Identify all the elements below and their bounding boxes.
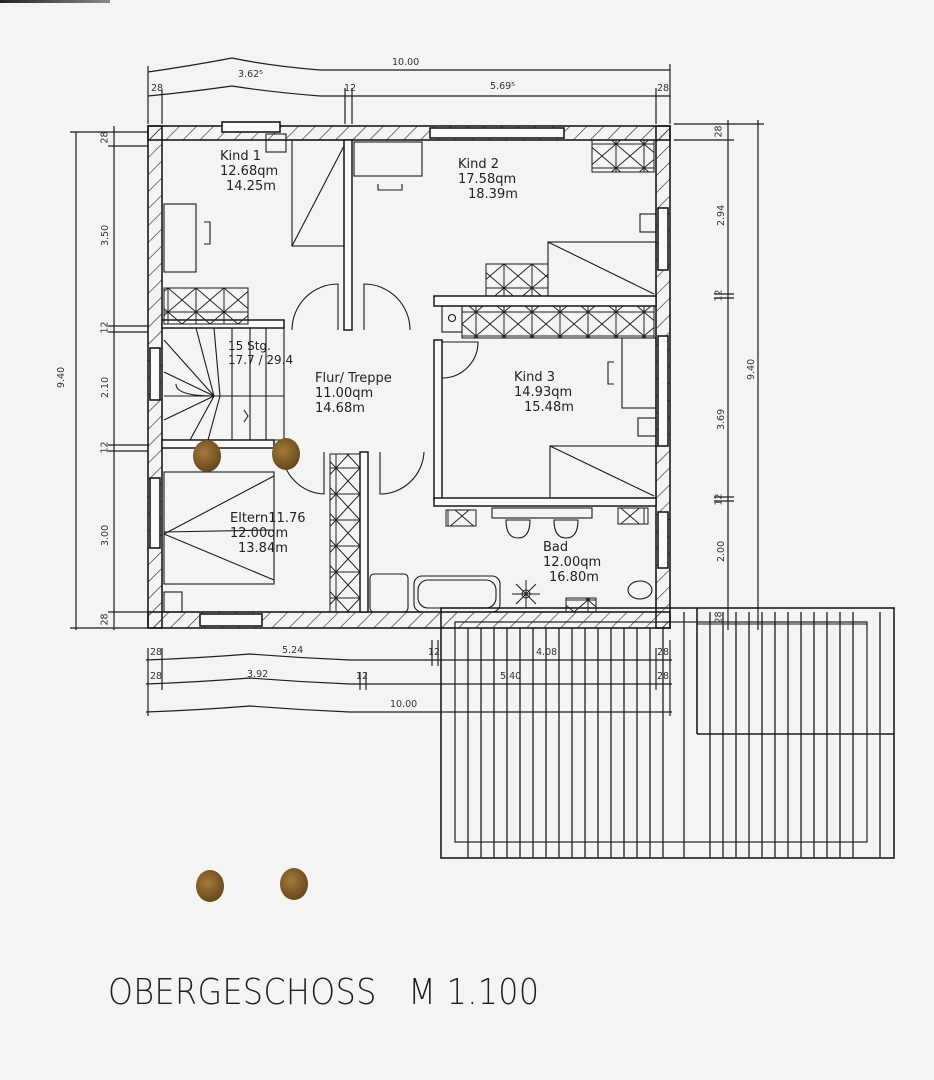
dim-right-segment-3: 2.00 bbox=[716, 540, 728, 563]
floor-name: OBERGESCHOSS bbox=[108, 972, 377, 1013]
dim-top-inner-wall: 12 bbox=[344, 83, 357, 94]
dim-bottom-r2-wall-left: 28 bbox=[150, 671, 163, 682]
dim-left-wall-top: 28 bbox=[99, 131, 111, 144]
room-kind-1: Kind 1 12.68qm 14.25m bbox=[220, 149, 279, 195]
dim-left-inner-wall-2: 12 bbox=[99, 441, 111, 454]
room-perimeter: 15.48m bbox=[524, 399, 574, 415]
scan-edge-mark bbox=[0, 0, 110, 3]
dim-bottom-r1-wall-left: 28 bbox=[150, 647, 163, 658]
dim-right-segment-2: 3.69 bbox=[716, 408, 728, 431]
room-area: 12.00qm bbox=[543, 554, 602, 570]
dim-top-wall-left: 28 bbox=[151, 83, 164, 94]
dim-right-wall-bottom: 28 bbox=[713, 611, 725, 624]
dim-right-segment-1: 2.94 bbox=[716, 204, 728, 227]
stairs-label: 15 Stg. 17.7 / 29.4 bbox=[228, 339, 294, 368]
dim-bottom-r2-segment-2: 5.40 bbox=[500, 671, 522, 682]
room-area: 12.68qm bbox=[220, 163, 279, 179]
room-perimeter: 13.84m bbox=[238, 540, 288, 556]
binder-hole bbox=[272, 438, 300, 470]
dim-right-wall-top: 28 bbox=[713, 125, 725, 138]
stairs-steps: 15 Stg. bbox=[228, 339, 271, 353]
dim-bottom-r1-segment-2: 4.08 bbox=[536, 647, 558, 658]
dim-top-segment-1: 3.62⁵ bbox=[238, 69, 263, 80]
drawing-title: OBERGESCHOSS M 1.100 bbox=[108, 972, 540, 1013]
dim-bottom-r1-segment-1: 5.24 bbox=[282, 645, 304, 656]
room-name: Kind 1 bbox=[220, 149, 262, 164]
dim-bottom-overall: 10.00 bbox=[390, 699, 418, 710]
room-perimeter: 16.80m bbox=[549, 569, 599, 585]
dim-bottom-r1-wall-right: 28 bbox=[657, 647, 670, 658]
dim-bottom-r1-inner-wall: 12 bbox=[428, 647, 441, 658]
room-perimeter: 18.39m bbox=[468, 186, 518, 202]
dim-right-inner-wall-1: 12 bbox=[713, 289, 725, 302]
room-area: 17.58qm bbox=[458, 171, 517, 187]
room-bad: Bad 12.00qm 16.80m bbox=[543, 540, 602, 586]
room-perimeter: 14.68m bbox=[315, 400, 365, 416]
room-eltern: Eltern11.76 12.00qm 13.84m bbox=[230, 511, 306, 557]
binder-hole bbox=[193, 440, 221, 472]
room-name: Bad bbox=[543, 540, 569, 555]
room-kind-3: Kind 3 14.93qm 15.48m bbox=[514, 370, 574, 416]
dim-bottom-r2-wall-right: 28 bbox=[657, 671, 670, 682]
binder-hole bbox=[196, 870, 224, 902]
room-area: 11.00qm bbox=[315, 385, 374, 401]
room-name: Eltern11.76 bbox=[230, 511, 306, 526]
dim-left-wall-bottom: 28 bbox=[99, 613, 111, 626]
dim-top-overall: 10.00 bbox=[392, 57, 420, 68]
room-name: Kind 2 bbox=[458, 157, 500, 172]
stairs-ratio: 17.7 / 29.4 bbox=[228, 352, 294, 367]
dim-right-overall: 9.40 bbox=[746, 358, 758, 381]
dim-left-segment-1: 3.50 bbox=[100, 224, 112, 247]
room-perimeter: 14.25m bbox=[226, 178, 276, 194]
room-flur-treppe: Flur/ Treppe 11.00qm 14.68m bbox=[315, 371, 392, 417]
dim-top-wall-right: 28 bbox=[657, 83, 670, 94]
dim-left-segment-2: 2.10 bbox=[100, 376, 112, 399]
room-name: Kind 3 bbox=[514, 370, 556, 385]
room-area: 14.93qm bbox=[514, 384, 573, 400]
dim-left-segment-3: 3.00 bbox=[100, 524, 112, 547]
dim-right-inner-wall-2: 12 bbox=[713, 493, 725, 506]
dim-top-segment-2: 5.69⁵ bbox=[490, 81, 515, 92]
binder-hole bbox=[280, 868, 308, 900]
dim-bottom-r2-segment-1: 3.92 bbox=[247, 669, 269, 680]
room-kind-2: Kind 2 17.58qm 18.39m bbox=[458, 157, 518, 203]
room-name: Flur/ Treppe bbox=[315, 371, 392, 386]
dim-bottom-r2-inner-wall: 12 bbox=[356, 671, 369, 682]
dim-left-overall: 9.40 bbox=[56, 366, 68, 389]
drawing-scale: M 1.100 bbox=[408, 972, 540, 1013]
room-area: 12.00qm bbox=[230, 525, 289, 541]
dim-left-inner-wall-1: 12 bbox=[99, 321, 111, 334]
